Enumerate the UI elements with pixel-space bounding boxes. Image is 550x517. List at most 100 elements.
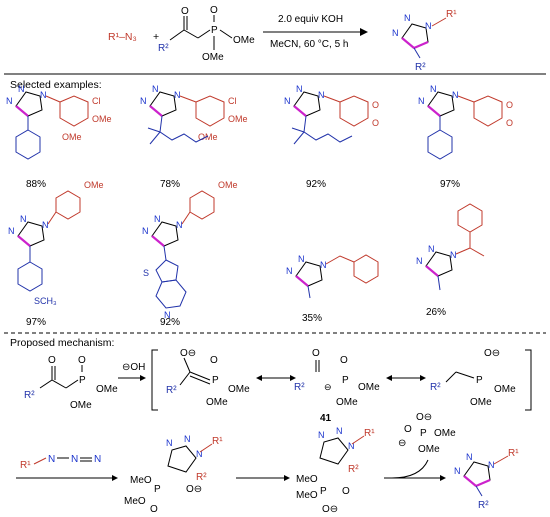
mechanism-heading: Proposed mechanism: — [10, 337, 114, 349]
svg-text:N: N — [284, 96, 291, 106]
svg-text:R²: R² — [294, 382, 305, 393]
svg-text:OMe: OMe — [84, 180, 104, 190]
svg-text:R¹: R¹ — [508, 448, 519, 459]
svg-text:N: N — [166, 438, 173, 448]
carbonyl-o: O — [181, 6, 189, 17]
azide-chain: R¹ N N N — [16, 454, 118, 481]
svg-text:R²: R² — [166, 385, 177, 396]
svg-text:⊖: ⊖ — [324, 382, 332, 392]
svg-text:N: N — [142, 226, 149, 236]
svg-text:OMe: OMe — [336, 397, 358, 408]
svg-text:P: P — [154, 484, 161, 495]
example-4: NNN O O 97% — [418, 84, 513, 190]
svg-text:O: O — [404, 424, 412, 435]
svg-text:O: O — [506, 100, 513, 110]
svg-text:O⊖: O⊖ — [416, 412, 432, 423]
svg-text:N: N — [430, 84, 437, 94]
conditions-top: 2.0 equiv KOH — [278, 14, 343, 25]
svg-text:MeO: MeO — [296, 474, 318, 485]
svg-text:N: N — [318, 90, 325, 100]
svg-text:N: N — [452, 90, 459, 100]
resonance-bracket: O⊖ R² P O OMe OMe O R² ⊖ P O OMe OMe 41 … — [151, 348, 532, 424]
svg-text:N: N — [318, 430, 325, 440]
svg-text:MeO: MeO — [124, 496, 146, 507]
yield-5: 97% — [26, 317, 46, 328]
r2-reactant: R² — [158, 43, 169, 54]
svg-text:R¹: R¹ — [212, 436, 223, 447]
svg-text:N: N — [450, 250, 457, 260]
svg-text:O: O — [78, 355, 86, 366]
svg-text:OMe: OMe — [470, 397, 492, 408]
svg-text:S: S — [143, 268, 149, 278]
svg-text:O: O — [48, 355, 56, 366]
svg-text:OMe: OMe — [62, 132, 82, 142]
svg-text:N: N — [196, 449, 203, 459]
svg-text:N: N — [6, 96, 13, 106]
phosphorus: P — [211, 25, 218, 36]
svg-text:O⊖: O⊖ — [484, 348, 500, 359]
example-3: NNN O O 92% — [284, 84, 379, 190]
svg-text:OMe: OMe — [358, 382, 380, 393]
svg-text:O: O — [372, 100, 379, 110]
svg-text:O: O — [506, 118, 513, 128]
example-7: NNN 35% — [286, 254, 379, 324]
example-5: NNN OMe SCH₃ 97% — [8, 180, 104, 328]
final-product: NNN R¹ R² — [454, 448, 519, 511]
svg-text:R²: R² — [430, 382, 441, 393]
svg-text:N: N — [286, 266, 293, 276]
svg-text:R¹: R¹ — [364, 428, 375, 439]
intermediate-41: 41 — [320, 413, 332, 424]
svg-text:N: N — [418, 96, 425, 106]
svg-text:Cl: Cl — [228, 96, 237, 106]
yield-8: 26% — [426, 307, 446, 318]
svg-text:R²: R² — [348, 464, 359, 475]
svg-text:OMe: OMe — [494, 384, 516, 395]
phosphonate-reactant: O P O OMe OMe R² — [158, 5, 255, 63]
svg-text:P: P — [476, 375, 483, 386]
svg-text:N: N — [320, 260, 327, 270]
svg-text:O⊖: O⊖ — [180, 348, 196, 359]
svg-text:N: N — [488, 460, 495, 470]
svg-text:N: N — [174, 90, 181, 100]
conditions-bottom: MeCN, 60 °C, 5 h — [270, 39, 348, 50]
svg-text:OMe: OMe — [228, 384, 250, 395]
top-reaction: R¹–N₃ + O P O OMe OMe R² 2.0 equiv KOH M… — [108, 5, 457, 73]
example-8: NNN 26% — [416, 203, 485, 318]
svg-text:N: N — [298, 254, 305, 264]
svg-text:P: P — [320, 486, 327, 497]
svg-text:N: N — [40, 90, 47, 100]
product-triazole: N N N R¹ R² — [392, 9, 457, 73]
svg-text:O⊖: O⊖ — [186, 484, 202, 495]
svg-text:N: N — [42, 220, 49, 230]
byproduct-phosphate: O⊖ O P OMe OMe ⊖ — [391, 412, 456, 479]
svg-text:Cl: Cl — [92, 96, 101, 106]
svg-text:N: N — [392, 28, 399, 38]
svg-text:O: O — [210, 355, 218, 366]
svg-text:N: N — [48, 454, 55, 465]
p-oxo: O — [210, 5, 218, 16]
svg-text:OMe: OMe — [206, 397, 228, 408]
svg-text:R²: R² — [24, 390, 35, 401]
svg-text:N: N — [428, 244, 435, 254]
yield-3: 92% — [306, 179, 326, 190]
product-r1: R¹ — [446, 9, 457, 20]
svg-text:P: P — [212, 375, 219, 386]
yield-7: 35% — [302, 313, 322, 324]
svg-text:R²: R² — [196, 472, 207, 483]
svg-text:P: P — [342, 375, 349, 386]
svg-text:N: N — [152, 84, 159, 94]
svg-text:N: N — [454, 466, 461, 476]
svg-text:OMe: OMe — [96, 384, 118, 395]
svg-text:MeO: MeO — [296, 490, 318, 501]
yield-1: 88% — [26, 179, 46, 190]
svg-text:O: O — [312, 348, 320, 359]
ome-1: OMe — [233, 35, 255, 46]
svg-text:N: N — [164, 310, 171, 320]
azide-reactant: R¹–N₃ — [108, 31, 137, 43]
svg-text:N: N — [425, 21, 432, 31]
hydroxide: ⊖OH — [122, 362, 145, 373]
svg-text:SCH₃: SCH₃ — [34, 296, 57, 306]
svg-text:N: N — [140, 96, 147, 106]
